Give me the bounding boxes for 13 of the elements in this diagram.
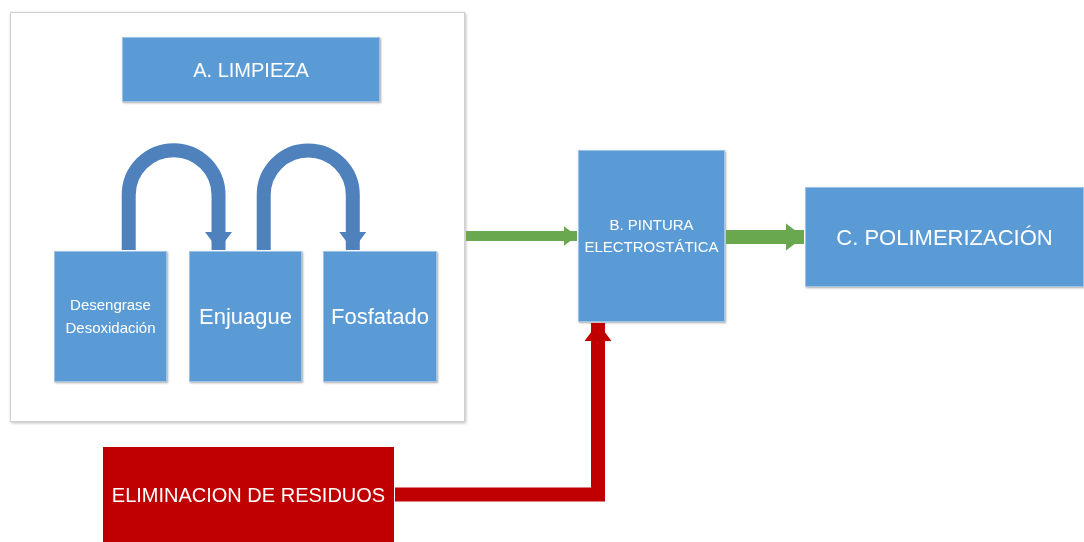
process-box: Enjuague (189, 251, 302, 382)
process-box: ELIMINACION DE RESIDUOS (103, 447, 394, 542)
process-box: A. LIMPIEZA (122, 37, 380, 102)
process-box: Fosfatado (323, 251, 437, 382)
process-box: C. POLIMERIZACIÓN (805, 187, 1084, 287)
arrow (726, 223, 804, 251)
arrow (466, 226, 577, 246)
arrow (256, 143, 367, 250)
arrow (121, 143, 233, 250)
process-box: B. PINTURA ELECTROSTÁTICA (578, 150, 725, 322)
process-box: Desengrase Desoxidación (54, 251, 167, 382)
group-panel (10, 12, 465, 422)
arrow (395, 323, 612, 502)
